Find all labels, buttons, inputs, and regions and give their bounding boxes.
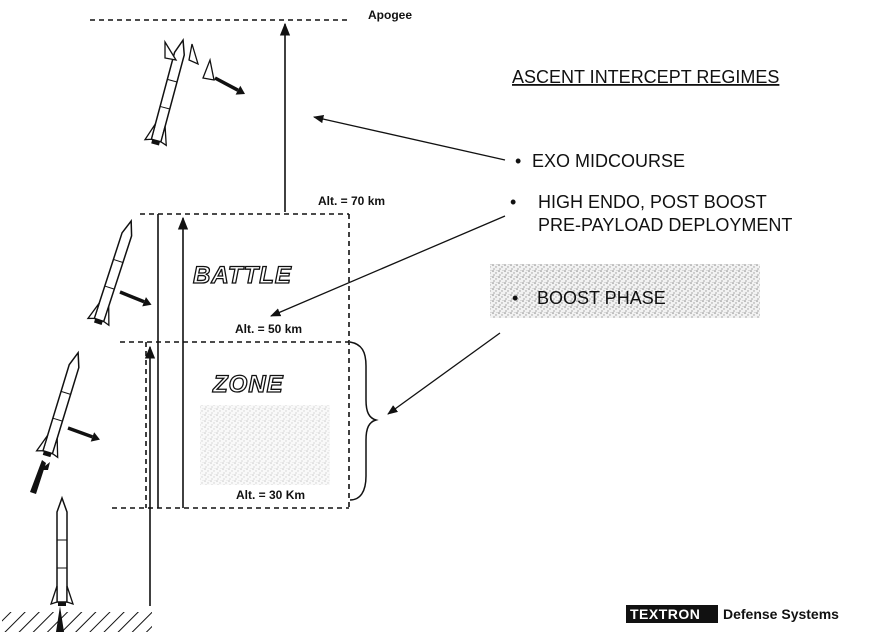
alt-50-label: Alt. = 50 km: [235, 322, 302, 336]
ground-hatch: [2, 612, 152, 632]
apogee-label: Apogee: [368, 8, 412, 22]
zone-word: ZONE: [212, 371, 284, 398]
boost-phase-interceptor: [64, 421, 104, 447]
high-endo-label-line2: PRE-PAYLOAD DEPLOYMENT: [538, 215, 792, 235]
midcourse-interceptor: [210, 71, 250, 101]
diagram-title: ASCENT INTERCEPT REGIMES: [512, 67, 779, 87]
high-endo-label-line1: HIGH ENDO, POST BOOST: [538, 192, 767, 212]
exo-midcourse-pointer: [312, 114, 506, 161]
boost-phase-box: [490, 264, 760, 318]
alt-70-label: Alt. = 70 km: [318, 194, 385, 208]
boost-zone-brace: [349, 341, 379, 501]
boost-exhaust: [30, 460, 50, 494]
zone-shading: [200, 405, 330, 485]
exo-midcourse-bullet: •: [515, 151, 521, 171]
high-endo-bullet: •: [510, 192, 516, 212]
battle-word: BATTLE: [193, 262, 292, 289]
boost-phase-label: BOOST PHASE: [537, 288, 666, 308]
boost-phase-pointer: [387, 332, 501, 415]
textron-logo-box: [626, 605, 718, 623]
midcourse-separated-stage-1: [164, 39, 215, 81]
high-endo-rocket: [86, 216, 143, 328]
boost-phase-rocket: [35, 348, 90, 460]
high-endo-interceptor: [116, 285, 156, 312]
launch-rocket: [50, 497, 74, 607]
high-endo-pointer: [270, 215, 506, 317]
textron-logo-text: TEXTRON: [630, 606, 700, 622]
boost-phase-bullet: •: [512, 288, 518, 308]
exo-midcourse-label: EXO MIDCOURSE: [532, 151, 685, 171]
alt-30-label: Alt. = 30 Km: [236, 488, 305, 502]
company-division: Defense Systems: [723, 606, 839, 622]
